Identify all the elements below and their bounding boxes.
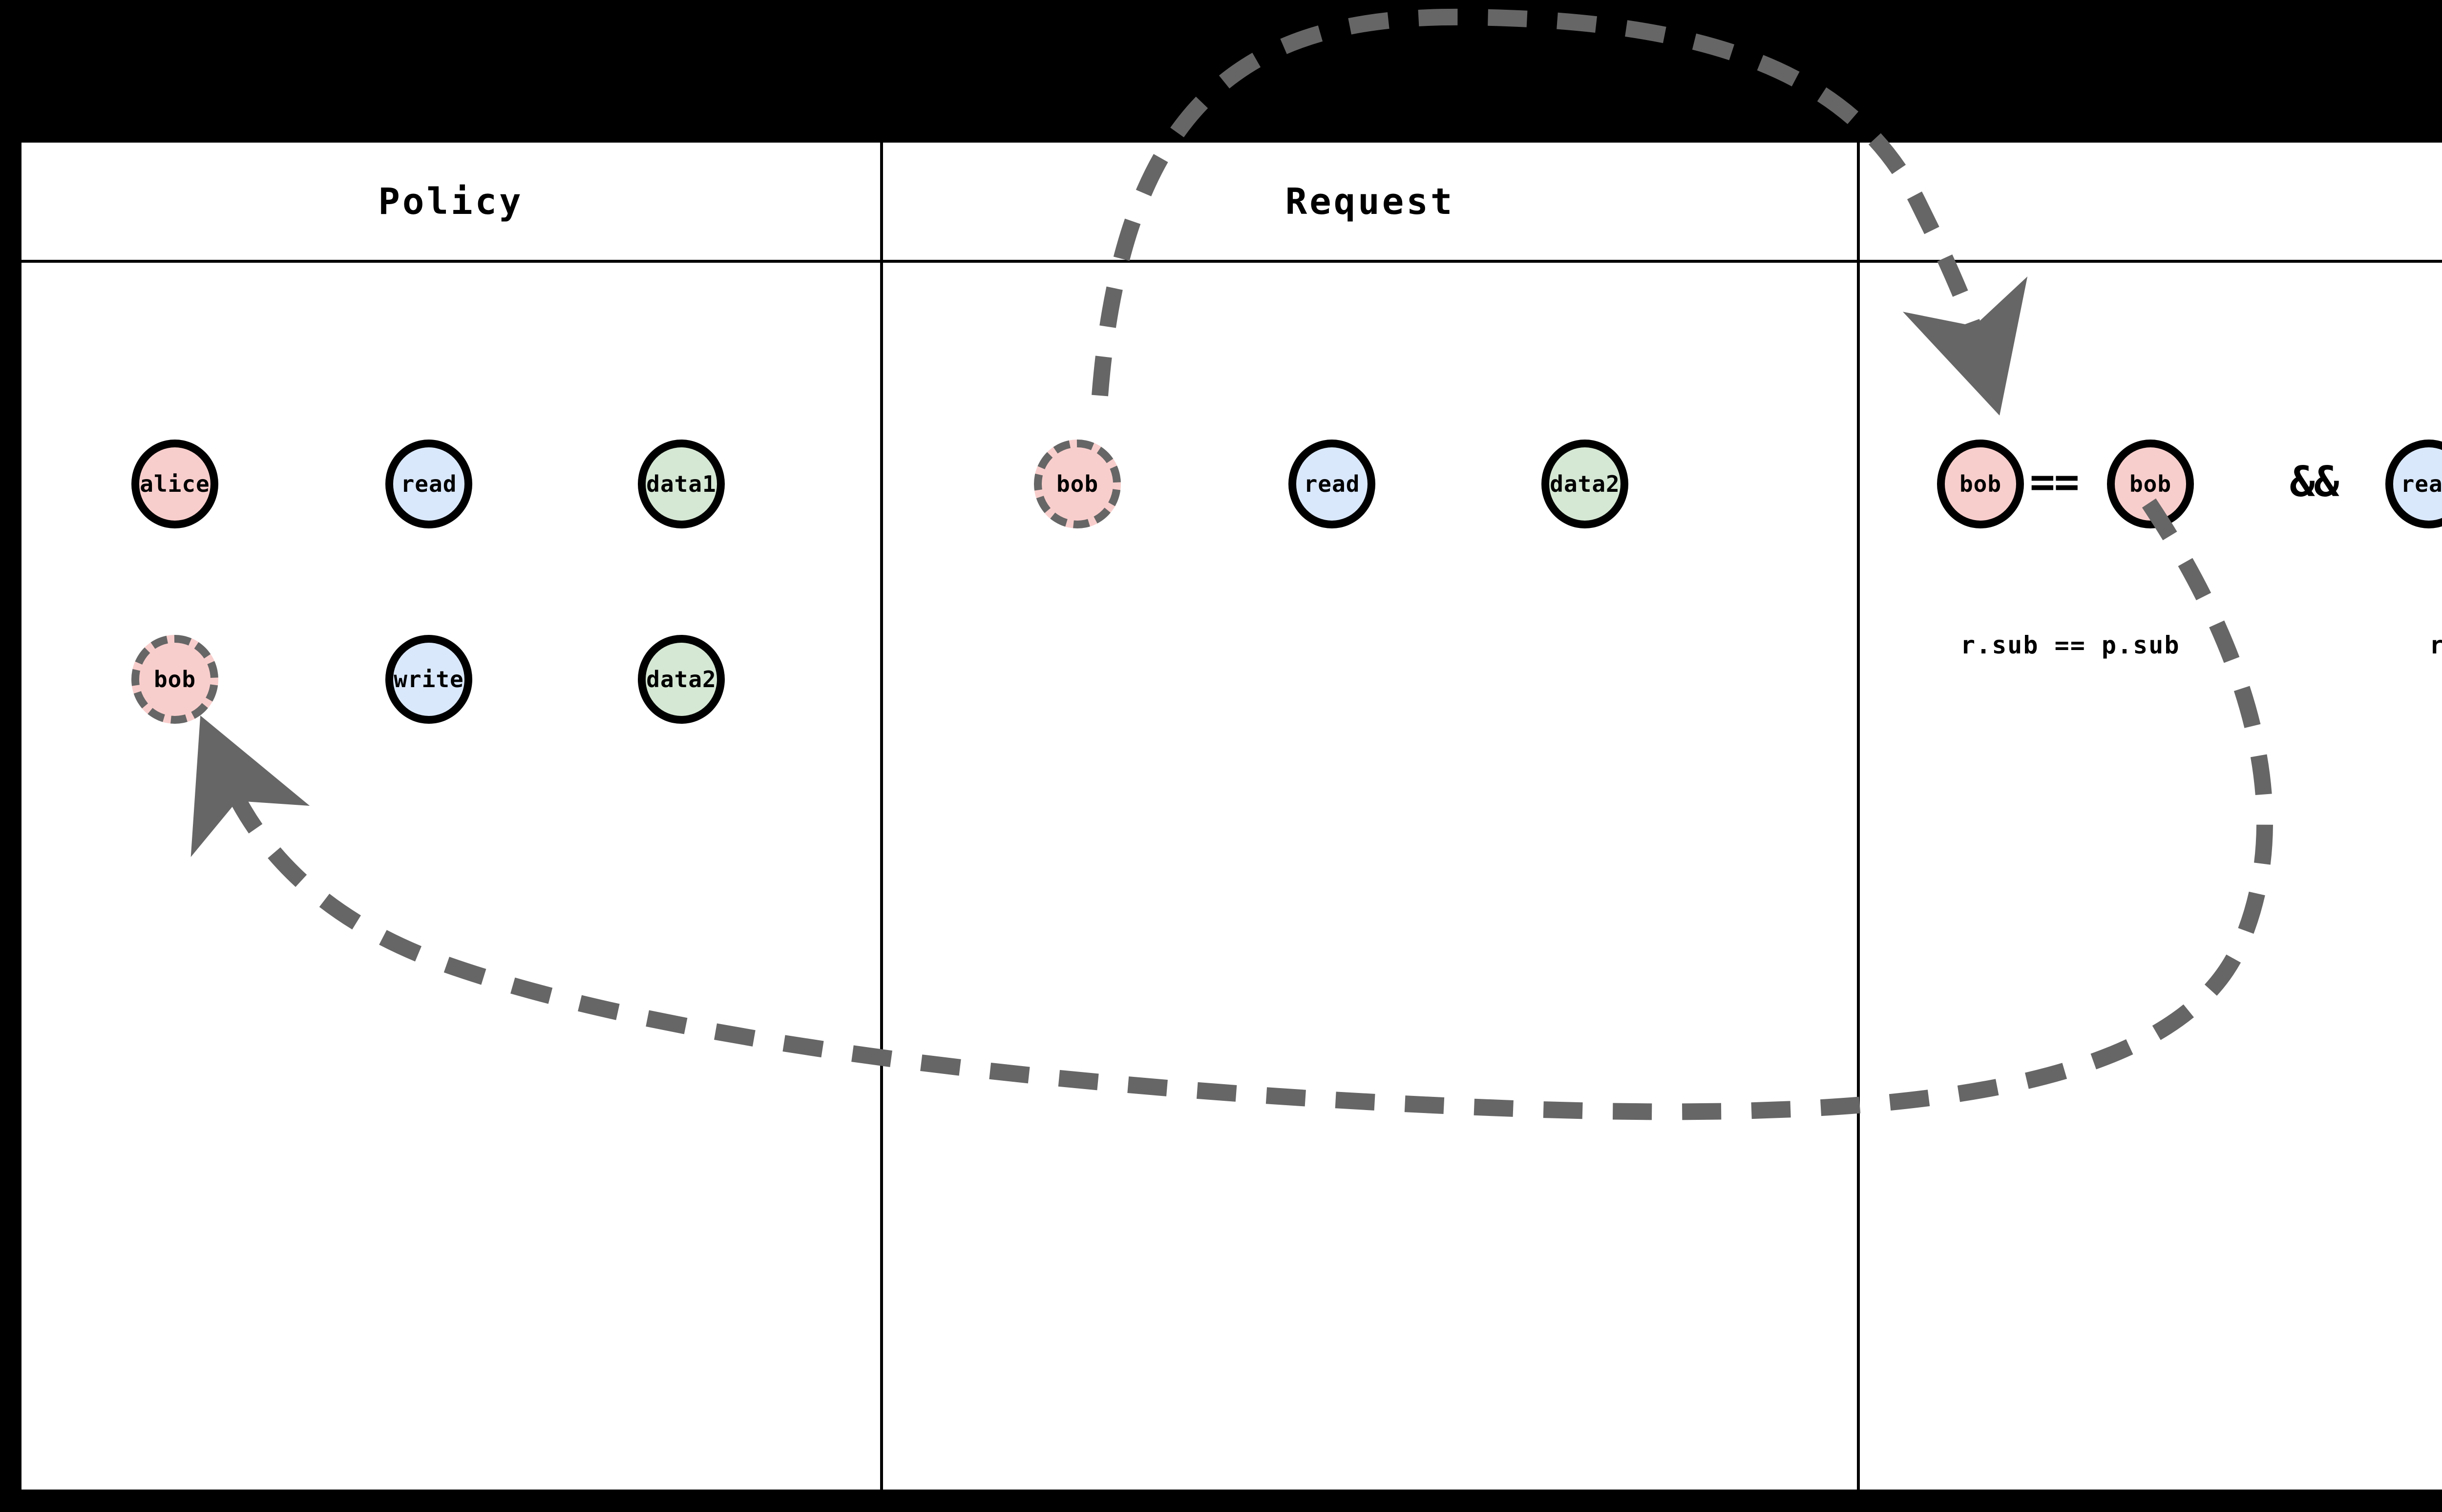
matching-operator-sub: == — [2030, 458, 2080, 506]
column-header-policy: Policy — [21, 143, 880, 261]
matching-node-request-sub[interactable]: bob — [1937, 440, 2024, 528]
column-header-matching: Matching — [1860, 143, 2442, 261]
policy-node-action-read[interactable]: read — [385, 440, 472, 528]
node-label: read — [2400, 471, 2442, 497]
node-label: data2 — [646, 666, 716, 693]
policy-node-subject-alice[interactable]: alice — [131, 440, 218, 528]
policy-node-object-data1[interactable]: data1 — [638, 440, 725, 528]
node-label: bob — [1056, 471, 1099, 497]
node-label: bob — [1959, 471, 2002, 497]
policy-node-subject-bob[interactable]: bob — [131, 635, 218, 724]
node-label: data1 — [646, 471, 716, 497]
node-label: data2 — [1550, 471, 1620, 497]
node-label: read — [400, 471, 457, 497]
matching-caption-act: r.act == p.act — [2429, 631, 2442, 659]
matching-caption-sub: r.sub == p.sub — [1960, 631, 2180, 659]
policy-node-object-data2[interactable]: data2 — [638, 635, 725, 724]
column-title-request: Request — [1285, 181, 1455, 223]
policy-node-action-write[interactable]: write — [385, 635, 472, 724]
request-node-action-read[interactable]: read — [1288, 440, 1375, 528]
node-label: bob — [153, 666, 196, 693]
column-divider-2 — [1857, 143, 1860, 1490]
node-label: alice — [140, 471, 210, 497]
matching-node-request-act[interactable]: read — [2385, 440, 2442, 528]
column-title-policy: Policy — [378, 181, 524, 223]
column-header-request: Request — [883, 143, 1857, 261]
node-label: write — [394, 666, 464, 693]
node-label: bob — [2129, 471, 2172, 497]
request-node-subject-bob[interactable]: bob — [1034, 440, 1121, 528]
request-node-object-data2[interactable]: data2 — [1541, 440, 1628, 528]
column-divider-1 — [880, 143, 883, 1490]
node-label: read — [1304, 471, 1360, 497]
matching-joiner-1: && — [2290, 458, 2339, 506]
matching-node-policy-sub[interactable]: bob — [2107, 440, 2194, 528]
diagram-panel: Policy Request Matching alice read data1… — [21, 143, 2442, 1490]
header-divider — [21, 260, 2442, 263]
